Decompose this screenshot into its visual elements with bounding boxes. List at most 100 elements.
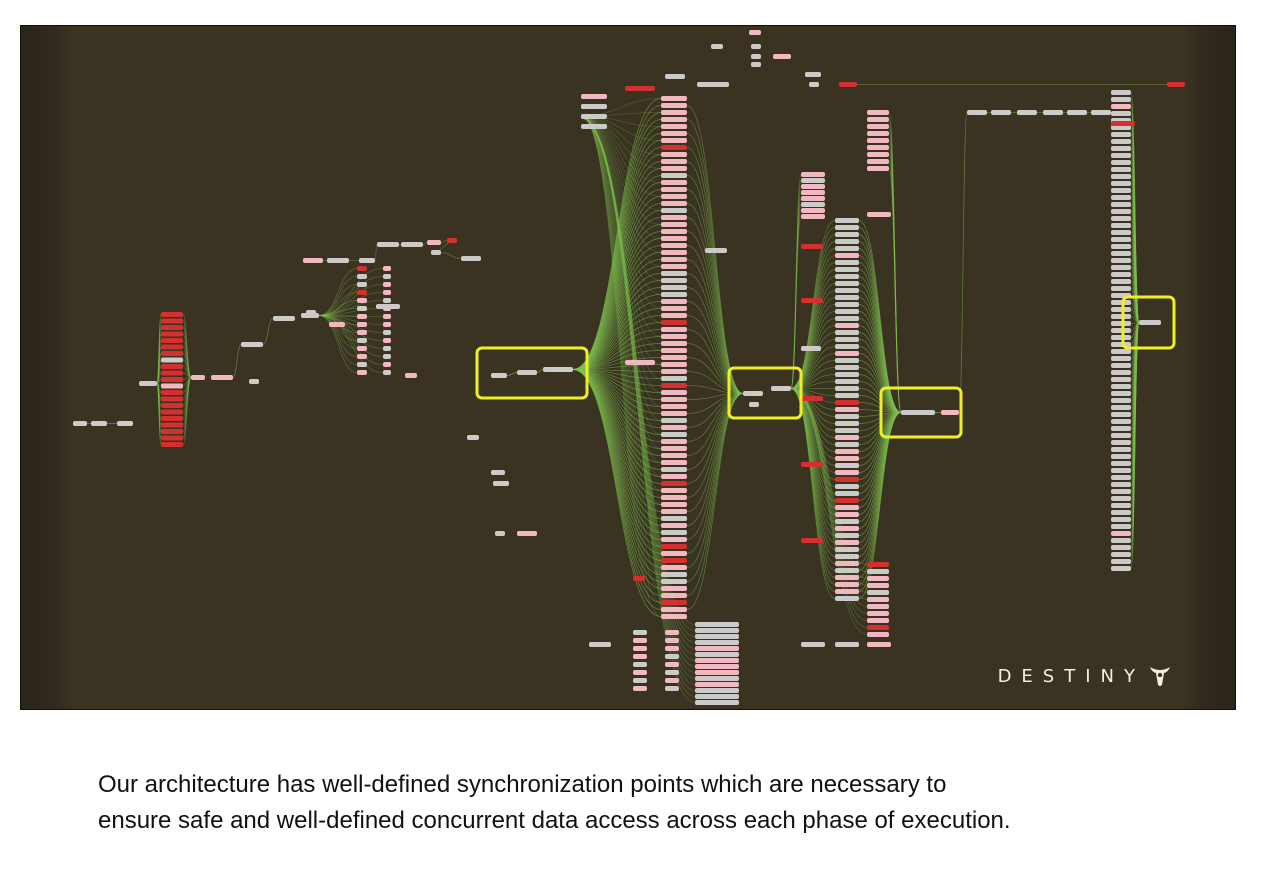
graph-node [801,172,825,177]
graph-node [661,502,687,507]
graph-edge [580,115,662,253]
graph-edge [790,388,836,557]
destiny-tricorn-icon [1150,667,1170,686]
graph-node [835,456,859,461]
graph-edge [580,117,696,643]
graph-edge [580,117,696,649]
graph-node [357,266,367,271]
graph-node [1111,349,1131,354]
graph-node [801,208,825,213]
graph-node [633,654,647,659]
job-graph-diagram: DESTINY [20,25,1236,710]
graph-edge [790,388,836,515]
graph-node [581,104,607,109]
graph-edge [686,393,744,512]
graph-node [801,642,825,647]
graph-node [867,562,889,567]
graph-node [867,618,889,623]
graph-node [491,373,507,378]
graph-node [661,607,687,612]
graph-edge [1130,322,1140,408]
graph-node [161,325,183,330]
graph-node [695,688,739,693]
graph-node [661,481,687,486]
graph-edge [790,290,836,389]
graph-node [661,600,687,605]
graph-node [633,630,647,635]
graph-node [867,138,889,143]
graph-edge [1130,127,1140,323]
graph-node [867,145,889,150]
graph-node [661,320,687,325]
graph-node [1111,195,1131,200]
graph-edge [686,203,744,394]
graph-node [1111,216,1131,221]
graph-node [695,694,739,699]
graph-edge [318,284,358,316]
graph-edge [686,371,744,394]
graph-node [665,638,679,643]
graph-node [467,435,479,440]
graph-node [1111,342,1131,347]
graph-node [801,538,823,543]
graph-edge [182,346,192,378]
graph-edge [790,388,836,431]
graph-edge [790,346,836,389]
graph-node [661,271,687,276]
graph-node [695,676,739,681]
graph-node [661,467,687,472]
graph-node [695,622,739,627]
graph-edge [790,388,836,522]
graph-node [661,278,687,283]
graph-node [431,250,441,255]
graph-edge [1130,225,1140,323]
graph-edge [686,393,744,456]
graph-node [161,416,183,421]
graph-edge [1130,197,1140,323]
graph-node [161,370,183,376]
graph-node [801,298,823,303]
graph-edge [1130,322,1140,499]
graph-edge [580,117,696,685]
graph-edge [686,287,744,394]
graph-node [661,145,687,150]
graph-node [835,442,859,447]
graph-edges [87,84,1167,703]
graph-edge [182,320,192,378]
graph-edge [790,388,836,466]
graph-node [161,429,183,434]
graph-node [589,642,611,647]
graph-edge [580,115,662,225]
graph-node [835,330,859,335]
graph-edge [790,388,836,396]
graph-node [327,258,349,263]
graph-node [771,386,791,391]
graph-node [867,576,889,581]
graph-edge [262,318,274,345]
graph-node [695,634,739,639]
graph-edge [686,393,744,400]
graph-node [357,330,367,335]
graph-node [1111,461,1131,466]
graph-edge [790,216,802,389]
graph-node [273,316,295,321]
graph-node [661,614,687,619]
graph-node [661,194,687,199]
graph-node [1111,307,1131,312]
graph-node [835,407,859,412]
graph-node [835,260,859,265]
graph-edge [536,369,544,373]
graph-edge [790,255,836,389]
graph-node [1111,209,1131,214]
graph-node [661,327,687,332]
graph-edge [1130,141,1140,323]
graph-edge [790,374,836,389]
graph-node [1111,258,1131,263]
graph-node [661,446,687,451]
graph-node [581,124,607,129]
graph-edge [790,388,836,585]
graph-edge [1130,322,1140,352]
graph-node [661,159,687,164]
graph-edge [232,344,242,378]
graph-edge [1130,322,1140,436]
